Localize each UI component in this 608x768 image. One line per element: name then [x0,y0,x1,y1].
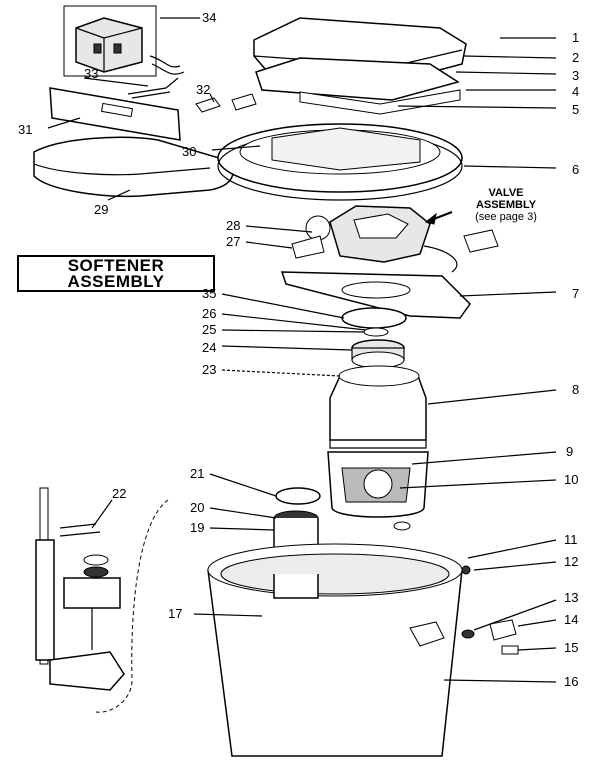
faceplate-part [49,87,181,141]
part-number-19: 19 [190,520,204,535]
valve-callout-line-3: (see page 3) [475,211,537,223]
wire-part [127,77,179,99]
valve-assembly-part [291,205,499,273]
part-number-4: 4 [572,84,579,99]
part-number-12: 12 [564,554,578,569]
top-cover-part [253,17,467,115]
brine-well-cover-part [217,123,463,201]
part-number-11: 11 [564,532,578,547]
part-number-15: 15 [564,640,578,655]
valve-callout-line-1: VALVE [488,187,523,199]
part-number-25: 25 [202,322,216,337]
plate-hole [341,281,411,299]
title-box: SOFTENER ASSEMBLY [17,255,215,292]
part-number-7: 7 [572,286,579,301]
part-number-23: 23 [202,362,216,377]
valve-callout-line-2: ASSEMBLY [476,199,537,211]
part-number-16: 16 [564,674,578,689]
title-line-2: ASSEMBLY [68,272,165,291]
part-number-24: 24 [202,340,216,355]
part-number-35: 35 [202,286,216,301]
part-number-26: 26 [202,306,216,321]
float-assembly-part [35,487,125,691]
part-number-2: 2 [572,50,579,65]
resin-tank-part [327,365,429,531]
part-number-9: 9 [566,444,573,459]
salt-tank-part [207,543,519,757]
part-number-32: 32 [196,82,210,97]
salt-lid-part [33,136,234,198]
part-number-27: 27 [226,234,240,249]
part-number-21: 21 [190,466,204,481]
part-number-3: 3 [572,68,579,83]
part-number-20: 20 [190,500,204,515]
part-number-31: 31 [18,122,32,137]
part-number-labels: 34 33 31 32 30 29 1 2 3 4 5 6 28 27 7 35… [18,10,579,689]
part-number-17: 17 [168,606,182,621]
float-tube-dashed [95,499,169,713]
transformer-part [63,5,185,77]
title-line-1: SOFTENER [68,256,165,275]
valve-callout: VALVE ASSEMBLY (see page 3) [424,187,537,225]
part-number-30: 30 [182,144,196,159]
part-number-1: 1 [572,30,579,45]
adapter-part [351,339,405,369]
ring-part [363,327,389,337]
part-number-28: 28 [226,218,240,233]
part-number-34: 34 [202,10,216,25]
part-number-5: 5 [572,102,579,117]
part-number-10: 10 [564,472,578,487]
disc-part [275,487,321,505]
part-number-8: 8 [572,382,579,397]
leader-lines [47,17,557,683]
part-number-14: 14 [564,612,578,627]
part-number-13: 13 [564,590,578,605]
part-number-22: 22 [112,486,126,501]
part-number-33: 33 [84,66,98,81]
part-number-6: 6 [572,162,579,177]
o-ring-part [341,307,407,329]
part-number-29: 29 [94,202,108,217]
